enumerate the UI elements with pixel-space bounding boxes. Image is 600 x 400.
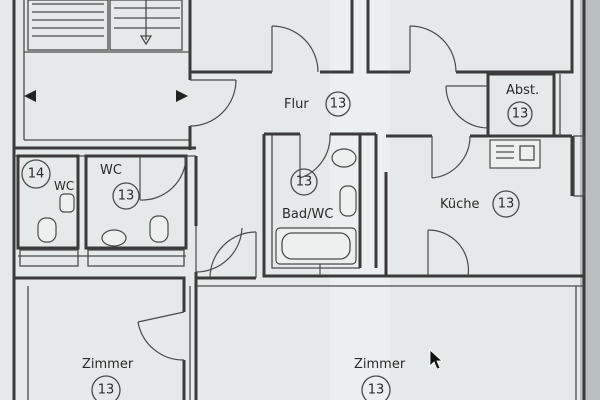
walls [12,0,586,400]
bathtub-icon [275,227,357,265]
room-number-circle [290,168,318,196]
room-number-14: 14 [28,167,45,182]
room-number-flur: 13 [330,97,347,112]
room-label-bad: Bad/WC [282,207,333,222]
sink-icon [331,148,357,168]
room-number-circle [325,91,351,117]
arrow-right-icon [176,90,188,102]
toilet-icon [339,185,357,217]
stove-icon [489,139,541,169]
doors [137,25,489,361]
room-label-wc-small: WC [54,179,74,193]
stairwell [27,0,183,51]
room-number-circle [361,375,391,400]
room-number-wc: 13 [118,189,135,204]
room-number-abst: 13 [512,107,529,122]
toilet-icon [37,217,57,243]
toilet-icon [59,193,75,213]
room-label-zimmer-left: Zimmer [82,357,134,372]
room-label-abst: Abst. [506,83,539,98]
room-number-circle [21,159,51,189]
room-number-circle [492,190,520,218]
room-number-zimmer-right: 13 [368,383,385,398]
mouse-cursor-icon [429,349,444,370]
fixtures [37,139,541,265]
room-number-kueche: 13 [498,197,515,212]
room-label-kueche: Küche [440,197,480,212]
room-number-zimmer-left: 13 [98,383,115,398]
room-label-flur: Flur [284,97,309,112]
stair-arrow-icon [139,35,153,46]
room-number-bad: 13 [296,175,313,190]
sink-icon [101,229,127,247]
arrow-left-icon [24,90,36,102]
room-label-wc: WC [100,163,122,178]
toilet-icon [149,215,169,243]
room-number-circle [91,375,121,400]
room-number-circle [507,101,533,127]
room-label-zimmer-right: Zimmer [354,357,406,372]
room-number-circle [112,182,140,210]
